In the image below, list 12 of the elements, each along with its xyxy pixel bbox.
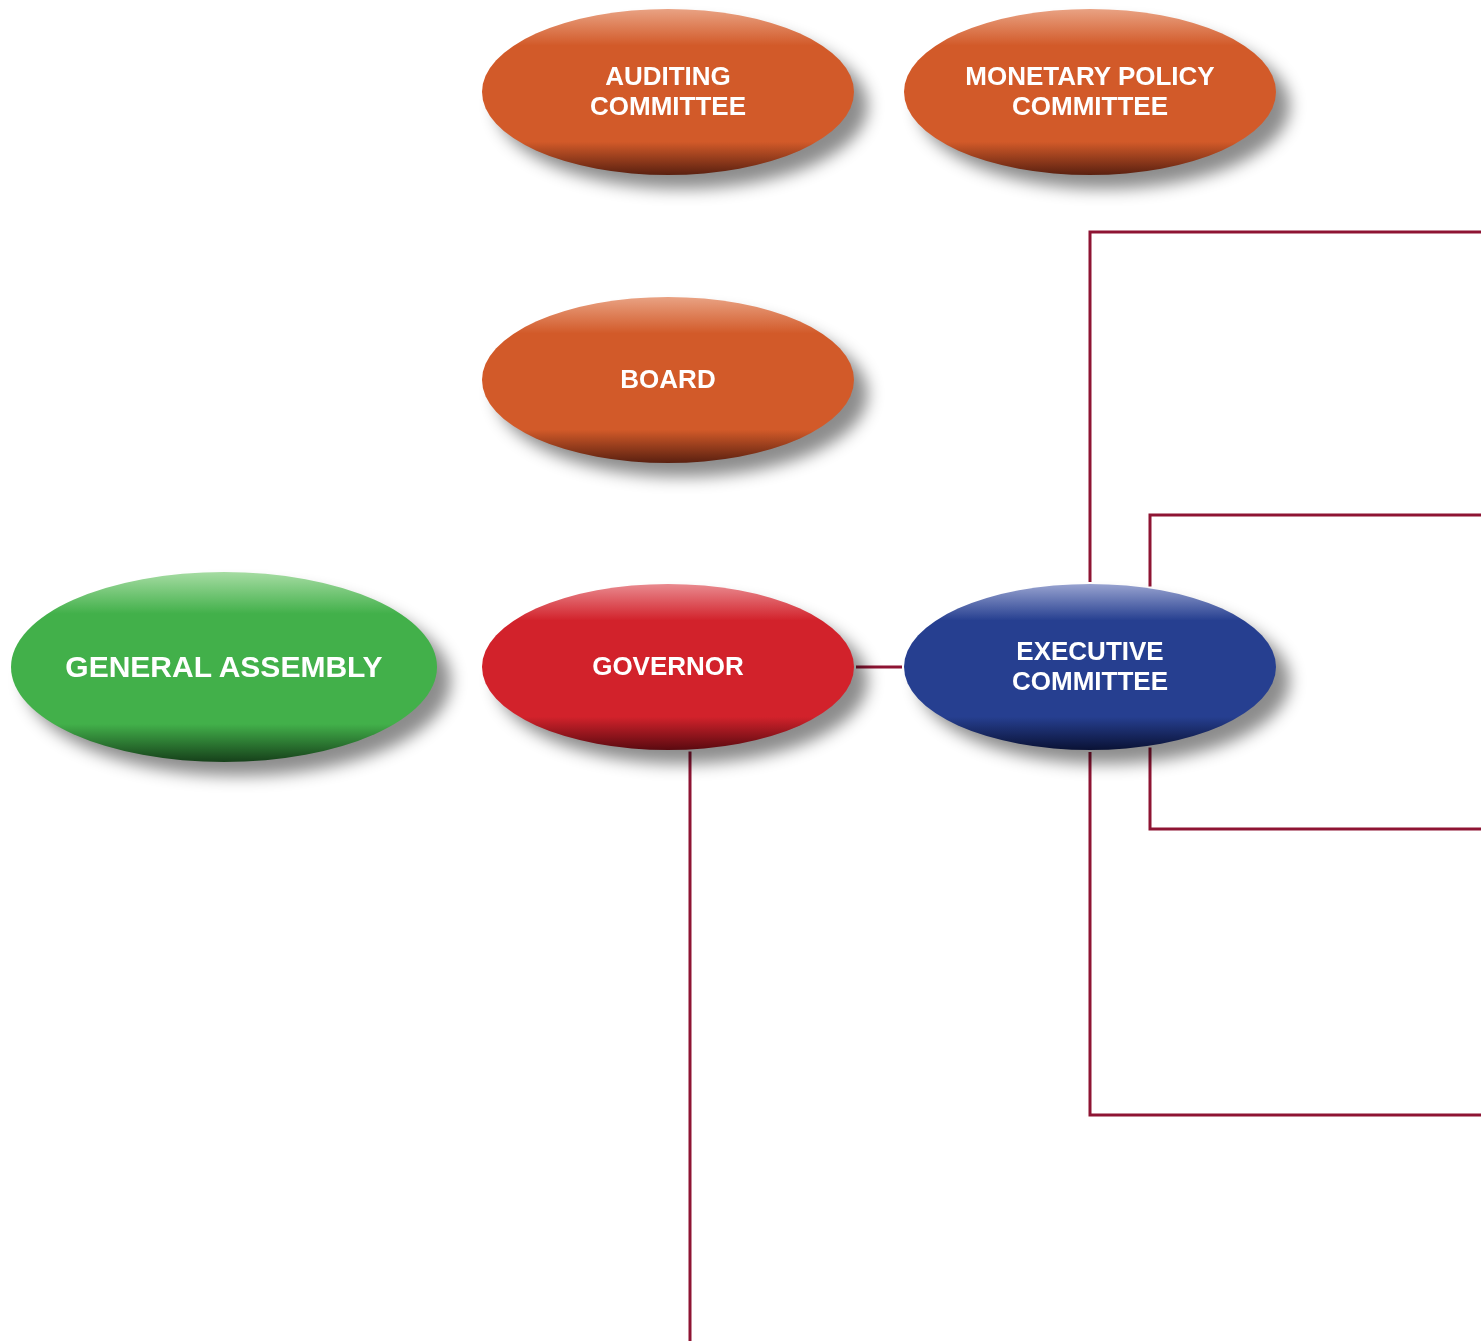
connector-line — [1088, 230, 1481, 582]
connector-line — [1148, 747, 1481, 831]
node-label: GENERAL ASSEMBLY — [64, 649, 384, 685]
node-label: BOARD — [619, 365, 717, 395]
node-label: AUDITING COMMITTEE — [589, 62, 747, 122]
node-label: GOVERNOR — [591, 652, 745, 682]
connector-line — [688, 751, 692, 1341]
node-label: EXECUTIVE COMMITTEE — [1011, 637, 1169, 697]
connector-line — [1148, 513, 1481, 587]
connector-line — [856, 665, 902, 669]
connector-line — [1088, 752, 1481, 1117]
node-label: MONETARY POLICY COMMITTEE — [964, 62, 1216, 122]
